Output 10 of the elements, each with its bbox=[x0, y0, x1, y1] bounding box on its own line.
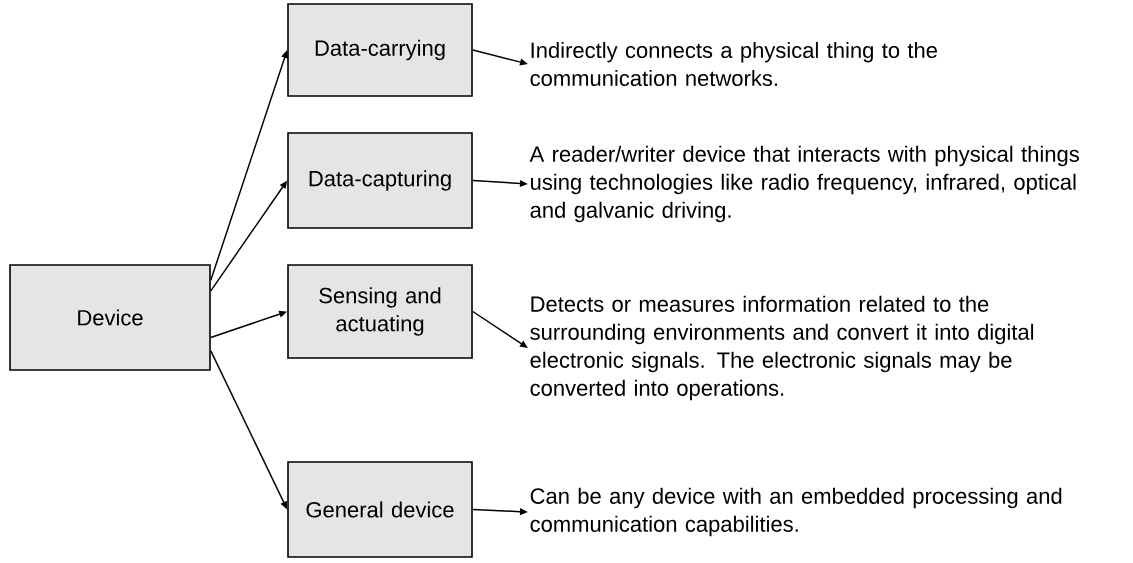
description-text: Indirectly connects a physical thing to the communication networks. bbox=[530, 41, 937, 87]
process-box: Data-capturing bbox=[287, 132, 473, 229]
process-box: General device bbox=[287, 461, 473, 558]
arrow bbox=[472, 310, 528, 348]
description-text: A reader/writer device that interacts with physical things using technologies like radio frequency, infrared, optical and galvanic driving. bbox=[529, 145, 1079, 223]
process-box: Data-carrying bbox=[287, 3, 473, 97]
process-box: Sensing and actuating bbox=[287, 264, 473, 359]
description-text: Can be any device with an embedded processing and communication capabilities. bbox=[530, 487, 1062, 537]
description-text: Detects or measures information related to the surrounding environments and convert it into digital electronic signals. The electronic signals may be converted into operations. bbox=[530, 295, 1034, 401]
process-box: Device bbox=[9, 264, 211, 371]
